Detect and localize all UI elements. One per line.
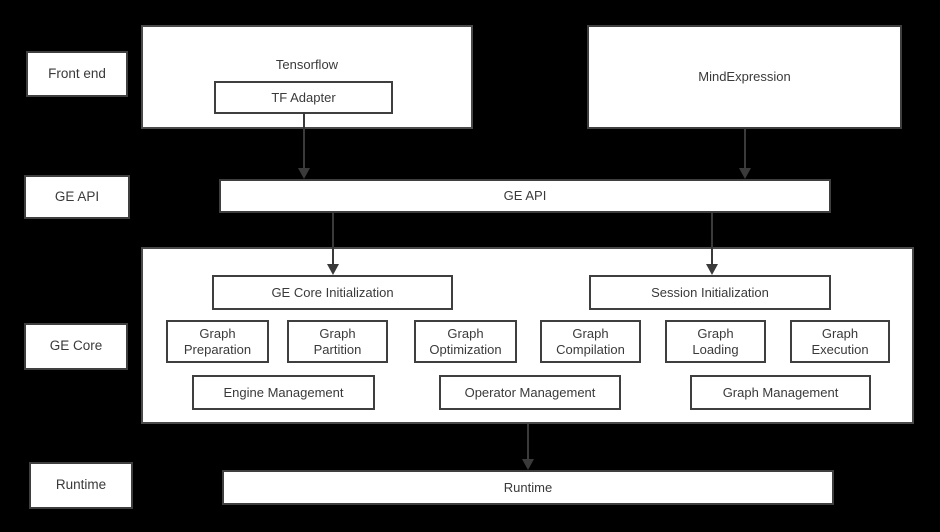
engine-management-label: Engine Management [223, 384, 344, 400]
graph-optimization-box[interactable]: Graph Optimization [414, 320, 517, 363]
operator-management-box[interactable]: Operator Management [439, 375, 621, 410]
ge-core-initialization-label: GE Core Initialization [271, 284, 394, 300]
mindexpression-label: MindExpression [698, 69, 791, 85]
ge-api-bar[interactable]: GE API [219, 179, 831, 213]
layer-label-runtime-text: Runtime [55, 477, 107, 493]
tensorflow-title: Tensorflow [275, 57, 339, 72]
graph-partition-label: Graph Partition [313, 325, 362, 357]
session-initialization-box[interactable]: Session Initialization [589, 275, 831, 310]
graph-management-box[interactable]: Graph Management [690, 375, 871, 410]
layer-label-front-end: Front end [26, 51, 128, 97]
ge-api-bar-label: GE API [503, 188, 547, 204]
runtime-bar[interactable]: Runtime [222, 470, 834, 505]
runtime-bar-label: Runtime [503, 479, 553, 495]
graph-loading-label: Graph Loading [692, 325, 739, 357]
layer-label-front-end-text: Front end [48, 65, 106, 81]
graph-partition-box[interactable]: Graph Partition [287, 320, 388, 363]
tf-adapter-label: TF Adapter [271, 89, 336, 105]
tf-adapter-box[interactable]: TF Adapter [214, 81, 393, 114]
graph-execution-label: Graph Execution [811, 325, 869, 357]
graph-loading-box[interactable]: Graph Loading [665, 320, 766, 363]
layer-label-ge-api: GE API [24, 175, 130, 219]
layer-label-ge-core-text: GE Core [49, 338, 103, 354]
arrow-ge-api-to-session-initialization [705, 213, 719, 275]
graph-management-label: Graph Management [722, 384, 839, 400]
graph-execution-box[interactable]: Graph Execution [790, 320, 890, 363]
mindexpression-box[interactable]: MindExpression [587, 25, 902, 129]
arrow-ge-core-to-runtime [521, 424, 535, 470]
arrow-tf-adapter-to-ge-api [297, 112, 311, 179]
session-initialization-label: Session Initialization [651, 284, 769, 300]
layer-label-runtime: Runtime [29, 462, 133, 509]
graph-preparation-label: Graph Preparation [183, 325, 252, 357]
graph-compilation-label: Graph Compilation [556, 325, 625, 357]
graph-optimization-label: Graph Optimization [429, 325, 502, 357]
arrow-mindexpression-to-ge-api [738, 128, 752, 179]
operator-management-label: Operator Management [464, 384, 596, 400]
arrow-ge-api-to-ge-core-initialization [326, 213, 340, 275]
graph-compilation-box[interactable]: Graph Compilation [540, 320, 641, 363]
layer-label-ge-core: GE Core [24, 323, 128, 370]
ge-core-initialization-box[interactable]: GE Core Initialization [212, 275, 453, 310]
engine-management-box[interactable]: Engine Management [192, 375, 375, 410]
graph-preparation-box[interactable]: Graph Preparation [166, 320, 269, 363]
layer-label-ge-api-text: GE API [54, 188, 100, 204]
